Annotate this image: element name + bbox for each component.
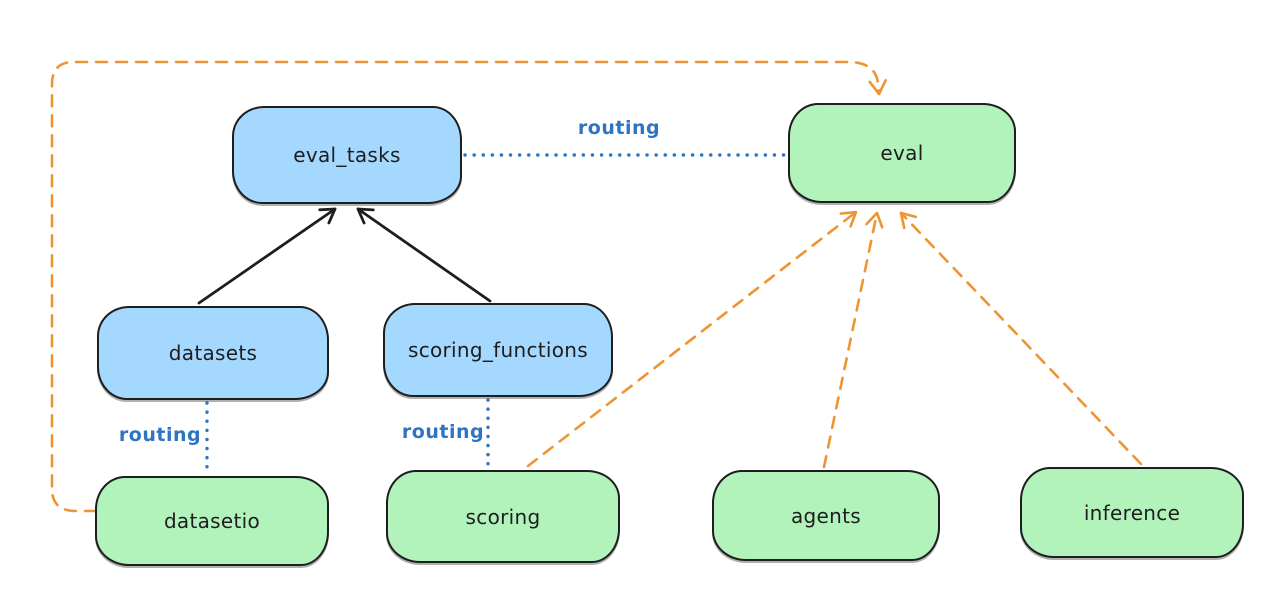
edge-label-routing-scoring-functions-scoring: routing	[401, 421, 485, 443]
node-datasetio-label: datasetio	[163, 509, 261, 533]
node-scoring-label: scoring	[465, 504, 541, 529]
node-scoring-functions: scoring_functions	[383, 303, 613, 397]
node-datasetio: datasetio	[95, 476, 329, 566]
edge-inference-to-eval	[899, 211, 1143, 466]
node-eval-label: eval	[880, 141, 924, 165]
node-eval: eval	[788, 103, 1016, 203]
edge-datasets-to-eval_tasks	[197, 207, 337, 305]
edge-label-routing-eval-tasks-eval: routing	[577, 117, 661, 139]
edge-agents-to-eval	[822, 211, 884, 469]
node-datasets: datasets	[97, 306, 329, 400]
node-agents: agents	[712, 470, 940, 561]
node-eval-tasks: eval_tasks	[232, 106, 462, 204]
edge-scoring_functions-to-eval_tasks	[356, 207, 492, 303]
edge-label-routing-datasets-datasetio: routing	[118, 424, 202, 446]
node-eval-tasks-label: eval_tasks	[293, 143, 401, 167]
node-agents-label: agents	[791, 503, 861, 528]
node-scoring-functions-label: scoring_functions	[407, 338, 589, 362]
node-inference: inference	[1020, 467, 1244, 558]
node-scoring: scoring	[386, 470, 620, 563]
node-datasets-label: datasets	[168, 341, 258, 365]
node-inference-label: inference	[1083, 500, 1181, 525]
